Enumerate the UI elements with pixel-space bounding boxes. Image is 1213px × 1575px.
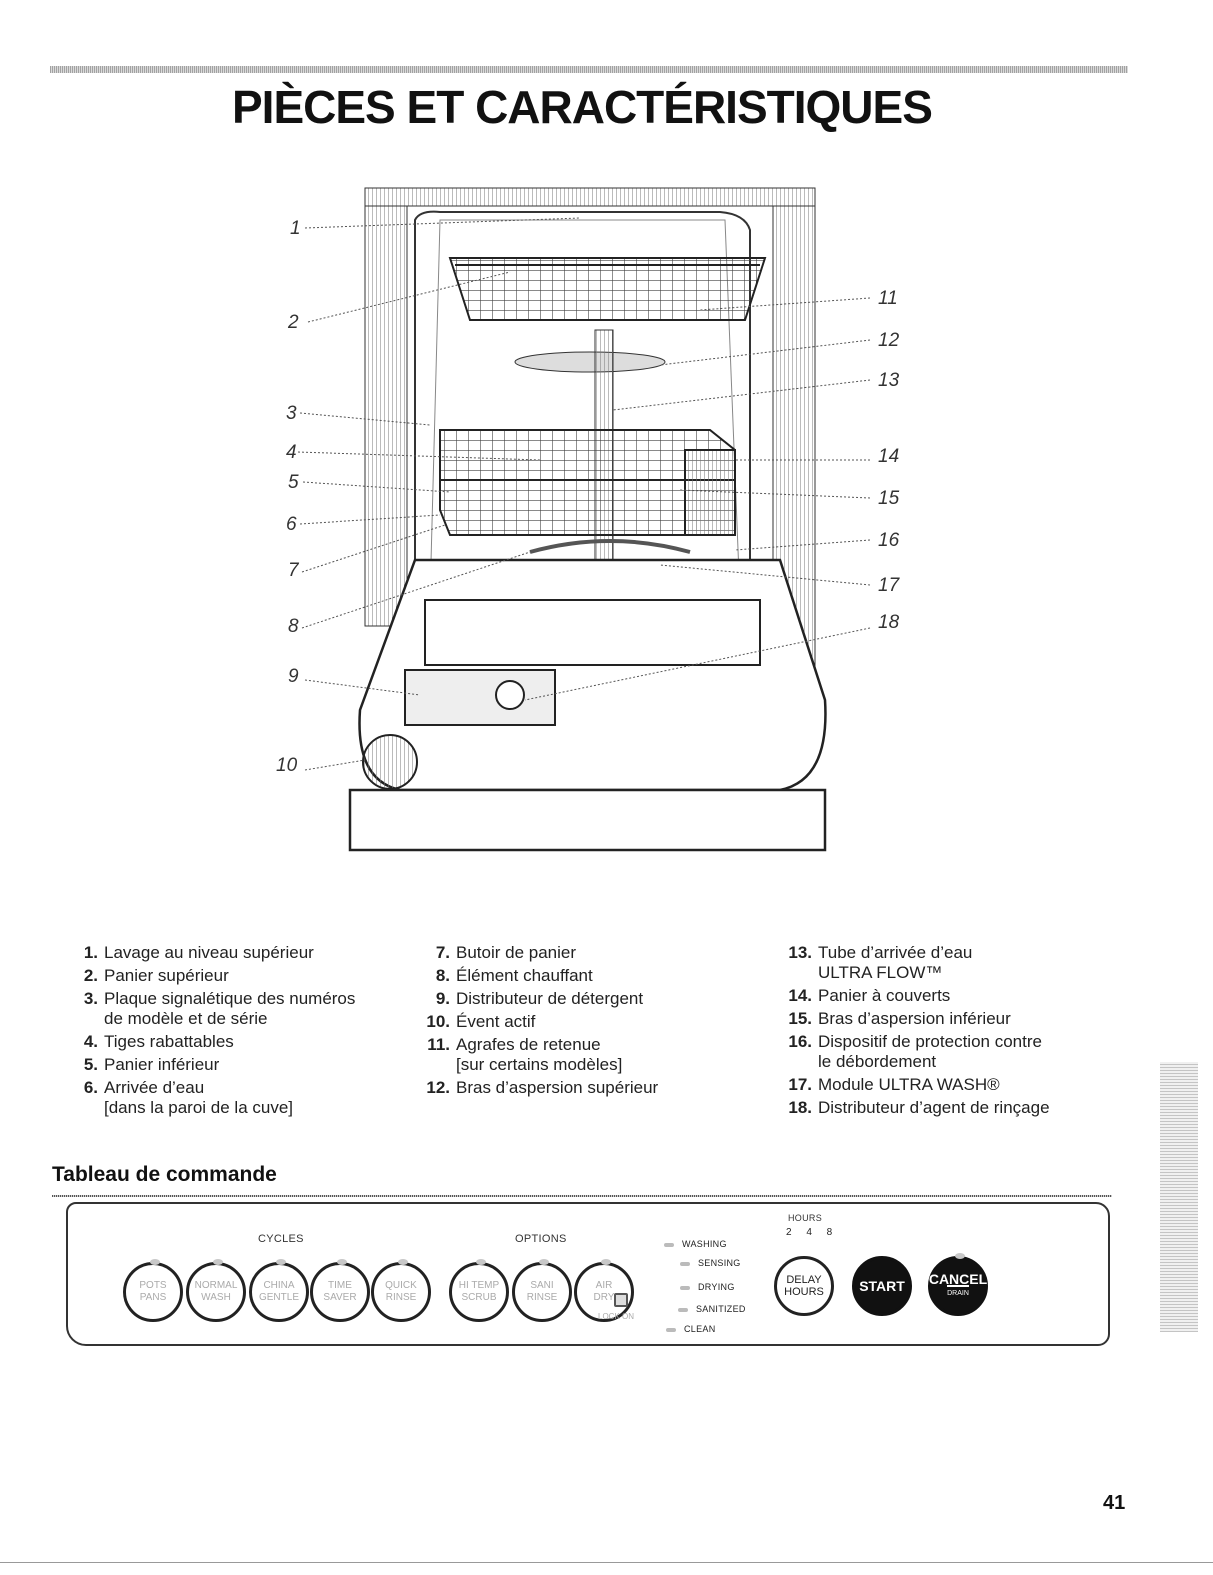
list-item: 4.Tiges rabattables xyxy=(83,1032,234,1051)
list-item: 18.Distributeur d’agent de rinçage xyxy=(788,1098,1050,1117)
options-label: Options xyxy=(515,1233,567,1245)
bottom-rule xyxy=(0,1562,1213,1563)
page-title: PIÈCES ET CARACTÉRISTIQUES xyxy=(232,81,933,133)
status-sensing: Sensing xyxy=(680,1258,741,1268)
callout-16: 16 xyxy=(878,530,900,551)
indicator-light xyxy=(337,1259,347,1265)
indicator-light xyxy=(664,1242,674,1247)
side-language-tab xyxy=(1160,1062,1198,1332)
hours-values: 2 4 8 xyxy=(786,1227,839,1238)
divider xyxy=(52,1195,1112,1197)
lock-icon xyxy=(614,1293,628,1307)
cancel-drain-button[interactable]: Cancel Drain xyxy=(928,1253,988,1316)
callout-4: 4 xyxy=(286,442,297,463)
quick-rinse-button[interactable]: Quick Rinse xyxy=(371,1259,431,1322)
list-item: 2.Panier supérieur xyxy=(83,966,229,985)
top-rule xyxy=(50,66,1128,73)
callout-15: 15 xyxy=(878,488,900,509)
page-number: 41 xyxy=(1103,1492,1126,1514)
callout-3: 3 xyxy=(286,403,297,424)
list-item: 5.Panier inférieur xyxy=(83,1055,220,1074)
list-item: 12.Bras d’aspersion supérieur xyxy=(426,1078,659,1097)
lock-on-label: Lock On xyxy=(598,1312,635,1321)
list-item: 9.Distributeur de détergent xyxy=(435,989,644,1008)
list-item: 11.Agrafes de retenue[sur certains modèl… xyxy=(427,1035,623,1074)
list-item: 15.Bras d’aspersion inférieur xyxy=(788,1009,1011,1028)
normal-wash-button[interactable]: Normal Wash xyxy=(186,1259,246,1322)
indicator-light xyxy=(398,1259,408,1265)
sani-rinse-button[interactable]: Sani Rinse xyxy=(512,1259,572,1322)
list-item: 6.Arrivée d’eau[dans la paroi de la cuve… xyxy=(83,1078,294,1117)
dishwasher-illustration xyxy=(297,187,871,852)
hi-temp-scrub-button[interactable]: Hi Temp Scrub xyxy=(449,1259,509,1322)
status-clean: Clean xyxy=(666,1324,716,1334)
callout-17: 17 xyxy=(878,575,900,596)
callout-2: 2 xyxy=(288,312,299,333)
list-item: 7.Butoir de panier xyxy=(435,943,577,962)
indicator-light xyxy=(476,1259,486,1265)
callout-14: 14 xyxy=(878,446,900,467)
callout-11: 11 xyxy=(878,288,898,309)
cycles-label: Cycles xyxy=(258,1233,304,1245)
callout-5: 5 xyxy=(288,472,299,493)
dishwasher-diagram: 1 2 3 4 5 6 7 8 9 10 11 12 13 14 15 16 1… xyxy=(240,180,960,860)
callout-12: 12 xyxy=(878,330,900,351)
indicator-light xyxy=(539,1259,549,1265)
status-washing: Washing xyxy=(664,1239,727,1249)
delay-hours-button[interactable]: Delay Hours xyxy=(774,1256,834,1316)
callout-6: 6 xyxy=(286,514,297,535)
indicator-light xyxy=(680,1285,690,1290)
indicator-light xyxy=(601,1259,611,1265)
callout-18: 18 xyxy=(878,612,900,633)
list-item: 10.Évent actif xyxy=(426,1012,536,1031)
callout-10: 10 xyxy=(276,755,298,776)
pots-pans-button[interactable]: Pots Pans xyxy=(123,1259,183,1322)
callout-9: 9 xyxy=(288,666,299,687)
parts-list-column-1: 1.Lavage au niveau supérieur 2.Panier su… xyxy=(70,943,400,1121)
start-button[interactable]: Start xyxy=(852,1256,912,1316)
indicator-light xyxy=(678,1307,688,1312)
list-item: 8.Élément chauffant xyxy=(435,966,593,985)
control-panel-heading: Tableau de commande xyxy=(52,1163,277,1186)
time-saver-button[interactable]: Time Saver xyxy=(310,1259,370,1322)
indicator-light xyxy=(955,1253,965,1259)
list-item: 17.Module ULTRA WASH® xyxy=(788,1075,1000,1094)
callout-13: 13 xyxy=(878,370,900,391)
indicator-light xyxy=(666,1327,676,1332)
callout-8: 8 xyxy=(288,616,299,637)
list-item: 1.Lavage au niveau supérieur xyxy=(83,943,314,962)
air-dry-button[interactable]: Air Dry xyxy=(574,1259,634,1322)
indicator-light xyxy=(276,1259,286,1265)
indicator-light xyxy=(213,1259,223,1265)
china-gentle-button[interactable]: China Gentle xyxy=(249,1259,309,1322)
indicator-light xyxy=(150,1259,160,1265)
callout-1: 1 xyxy=(290,218,301,239)
status-drying: Drying xyxy=(680,1282,735,1292)
status-sanitized: Sanitized xyxy=(678,1304,746,1314)
callout-7: 7 xyxy=(288,560,299,581)
control-panel-illustration xyxy=(66,1202,1110,1346)
indicator-light xyxy=(680,1261,690,1266)
hours-label: Hours xyxy=(788,1213,823,1223)
list-item: 14.Panier à couverts xyxy=(788,986,951,1005)
parts-list-column-2: 7.Butoir de panier 8.Élément chauffant 9… xyxy=(422,943,752,1101)
